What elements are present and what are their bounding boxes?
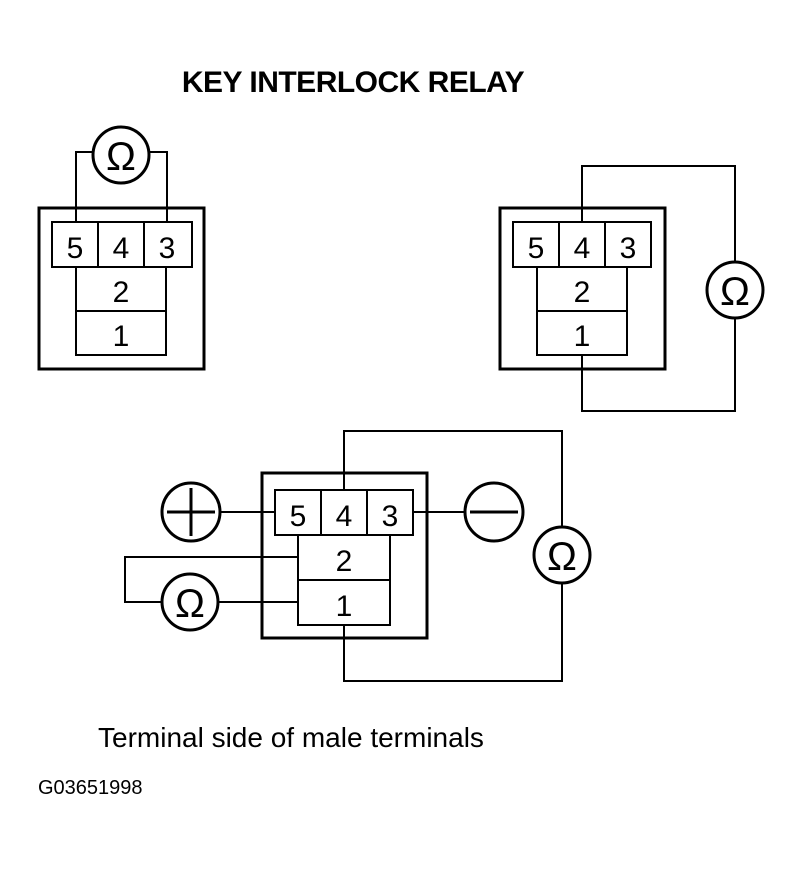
terminal-1-label: 1 [336,590,353,623]
terminal-3-label: 3 [620,232,637,265]
terminal-4-label: 4 [336,500,353,533]
terminal-1-cell [75,310,167,356]
ohm-symbol: Ω [106,135,136,179]
diagram-title: KEY INTERLOCK RELAY [181,66,525,99]
ohmmeter-lead [581,318,736,412]
test-1-relay: 5 4 3 2 1 Ω [37,125,206,371]
ohmmeter-lead [149,151,168,222]
terminal-2-label: 2 [113,276,130,309]
ohm-symbol: Ω [547,535,577,579]
test-2-relay: 5 4 3 2 1 Ω [498,165,765,412]
test-3-relay: 5 4 3 2 1 Ω Ω [124,430,592,682]
terminal-5-label: 5 [290,500,307,533]
figure-code: G03651998 [38,777,143,799]
relay-housing [37,206,206,371]
ohmmeter-lead [75,151,93,222]
terminal-5-label: 5 [67,232,84,265]
terminal-5-label: 5 [528,232,545,265]
terminal-3-label: 3 [382,500,399,533]
ohmmeter-icon [91,125,151,185]
ohm-symbol: Ω [175,582,205,626]
ohmmeter-lead [343,430,563,527]
terminal-1-label: 1 [574,320,591,353]
ohm-symbol: Ω [720,270,750,314]
terminal-2-label: 2 [574,276,591,309]
ohmmeter-icon [532,525,592,585]
ohmmeter-lead [581,165,736,262]
diagram-caption: Terminal side of male terminals [98,722,484,753]
terminal-4-label: 4 [574,232,591,265]
ohmmeter-lead [124,556,298,603]
ohmmeter-icon [705,260,765,320]
terminal-4-label: 4 [113,232,130,265]
ohmmeter-lead [343,583,563,682]
terminal-2-label: 2 [336,545,353,578]
terminal-1-label: 1 [113,320,130,353]
terminal-3-label: 3 [159,232,176,265]
ohmmeter-icon [160,572,220,632]
